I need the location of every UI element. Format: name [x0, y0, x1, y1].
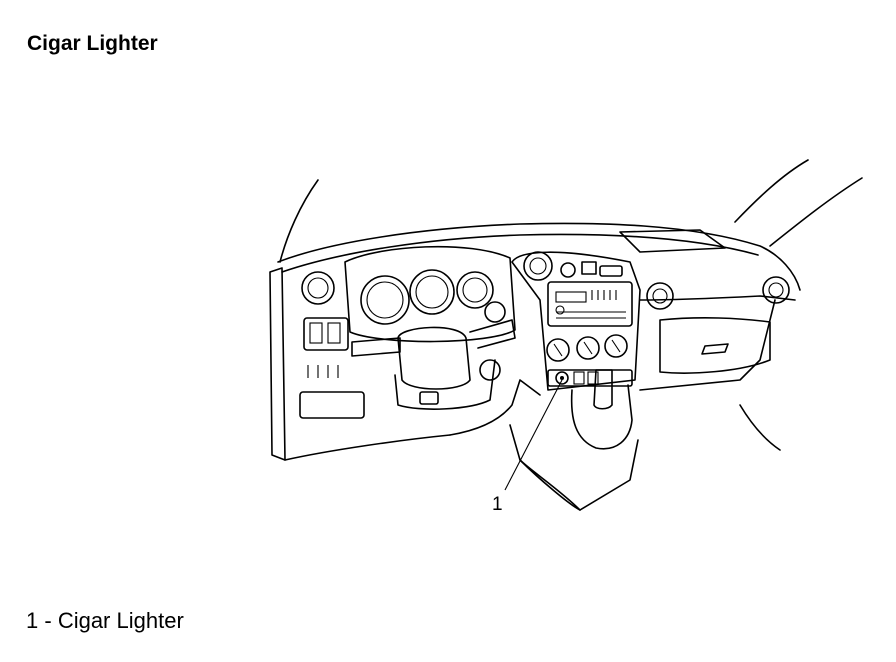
callout-leader-line	[504, 379, 563, 491]
page-title: Cigar Lighter	[27, 32, 158, 55]
legend: 1 - Cigar Lighter	[26, 608, 184, 634]
legend-label: Cigar Lighter	[57, 608, 184, 633]
legend-number: 1	[26, 608, 39, 633]
callout-number-1: 1	[492, 494, 503, 515]
legend-separator: -	[38, 608, 58, 633]
